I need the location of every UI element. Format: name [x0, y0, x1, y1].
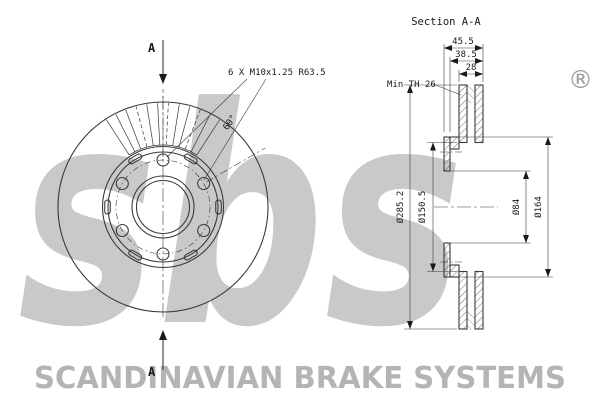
- section-labels: Section A-A 45.5 38.5 28 Min TH 26 Ø285.…: [387, 16, 544, 223]
- section-arrow-bottom-head: [159, 330, 167, 340]
- dim-min-thickness: Min TH 26: [387, 80, 436, 90]
- hub-slots: [104, 153, 222, 261]
- dimension-arrowheads: [407, 45, 551, 329]
- bolt-note-leaders: [166, 78, 267, 181]
- bolt-pattern-note: 6 X M10x1.25 R63.5: [228, 68, 326, 78]
- dim-outer-diameter: Ø285.2: [395, 191, 406, 224]
- friction-plate-outboard-top: [474, 84, 484, 144]
- dim-hub-flange-diameter: Ø164: [533, 196, 544, 218]
- sbs-logo-watermark: sbs: [18, 44, 464, 393]
- hat-wall-top: [449, 136, 460, 150]
- section-dimension-lines: [404, 44, 553, 330]
- section-title: Section A-A: [411, 16, 481, 28]
- section-marker-label-bottom: A: [148, 365, 156, 379]
- vent-rib-hatch: [467, 85, 475, 330]
- footer-brand-text: SCANDINAVIAN BRAKE SYSTEMS: [34, 361, 566, 396]
- mounting-flange-top: [443, 136, 451, 172]
- friction-plate-inboard-bottom: [458, 270, 468, 330]
- dim-overall-width: 45.5: [452, 37, 474, 47]
- friction-plate-outboard-bottom: [474, 270, 484, 330]
- bolt-angle-radial-side: [206, 147, 266, 183]
- hat-wall-bottom: [449, 264, 460, 278]
- center-bore-chamfer-circle: [135, 179, 191, 235]
- front-view: A A 6 X M10x1.25 R63.5 60°: [57, 40, 326, 379]
- section-markers: [159, 40, 167, 370]
- friction-plate-inboard-top: [458, 84, 468, 144]
- dim-center-bore: Ø84: [511, 199, 522, 215]
- dim-inner-ring-diameter: Ø150.5: [417, 191, 428, 224]
- front-view-centerlines: [162, 89, 266, 318]
- brand-watermark: sbs ® SCANDINAVIAN BRAKE SYSTEMS: [18, 44, 593, 396]
- section-marker-label-top: A: [148, 41, 156, 55]
- dim-hat-depth: 38.5: [455, 50, 477, 60]
- section-arrow-top-head: [159, 74, 167, 84]
- section-centerlines: [434, 151, 498, 263]
- dim-disc-thickness: 28: [466, 63, 477, 73]
- section-view: Section A-A 45.5 38.5 28 Min TH 26 Ø285.…: [387, 16, 553, 330]
- mounting-flange-bottom: [443, 242, 451, 278]
- section-cut-material: [443, 84, 484, 330]
- registered-trademark-symbol: ®: [568, 65, 593, 94]
